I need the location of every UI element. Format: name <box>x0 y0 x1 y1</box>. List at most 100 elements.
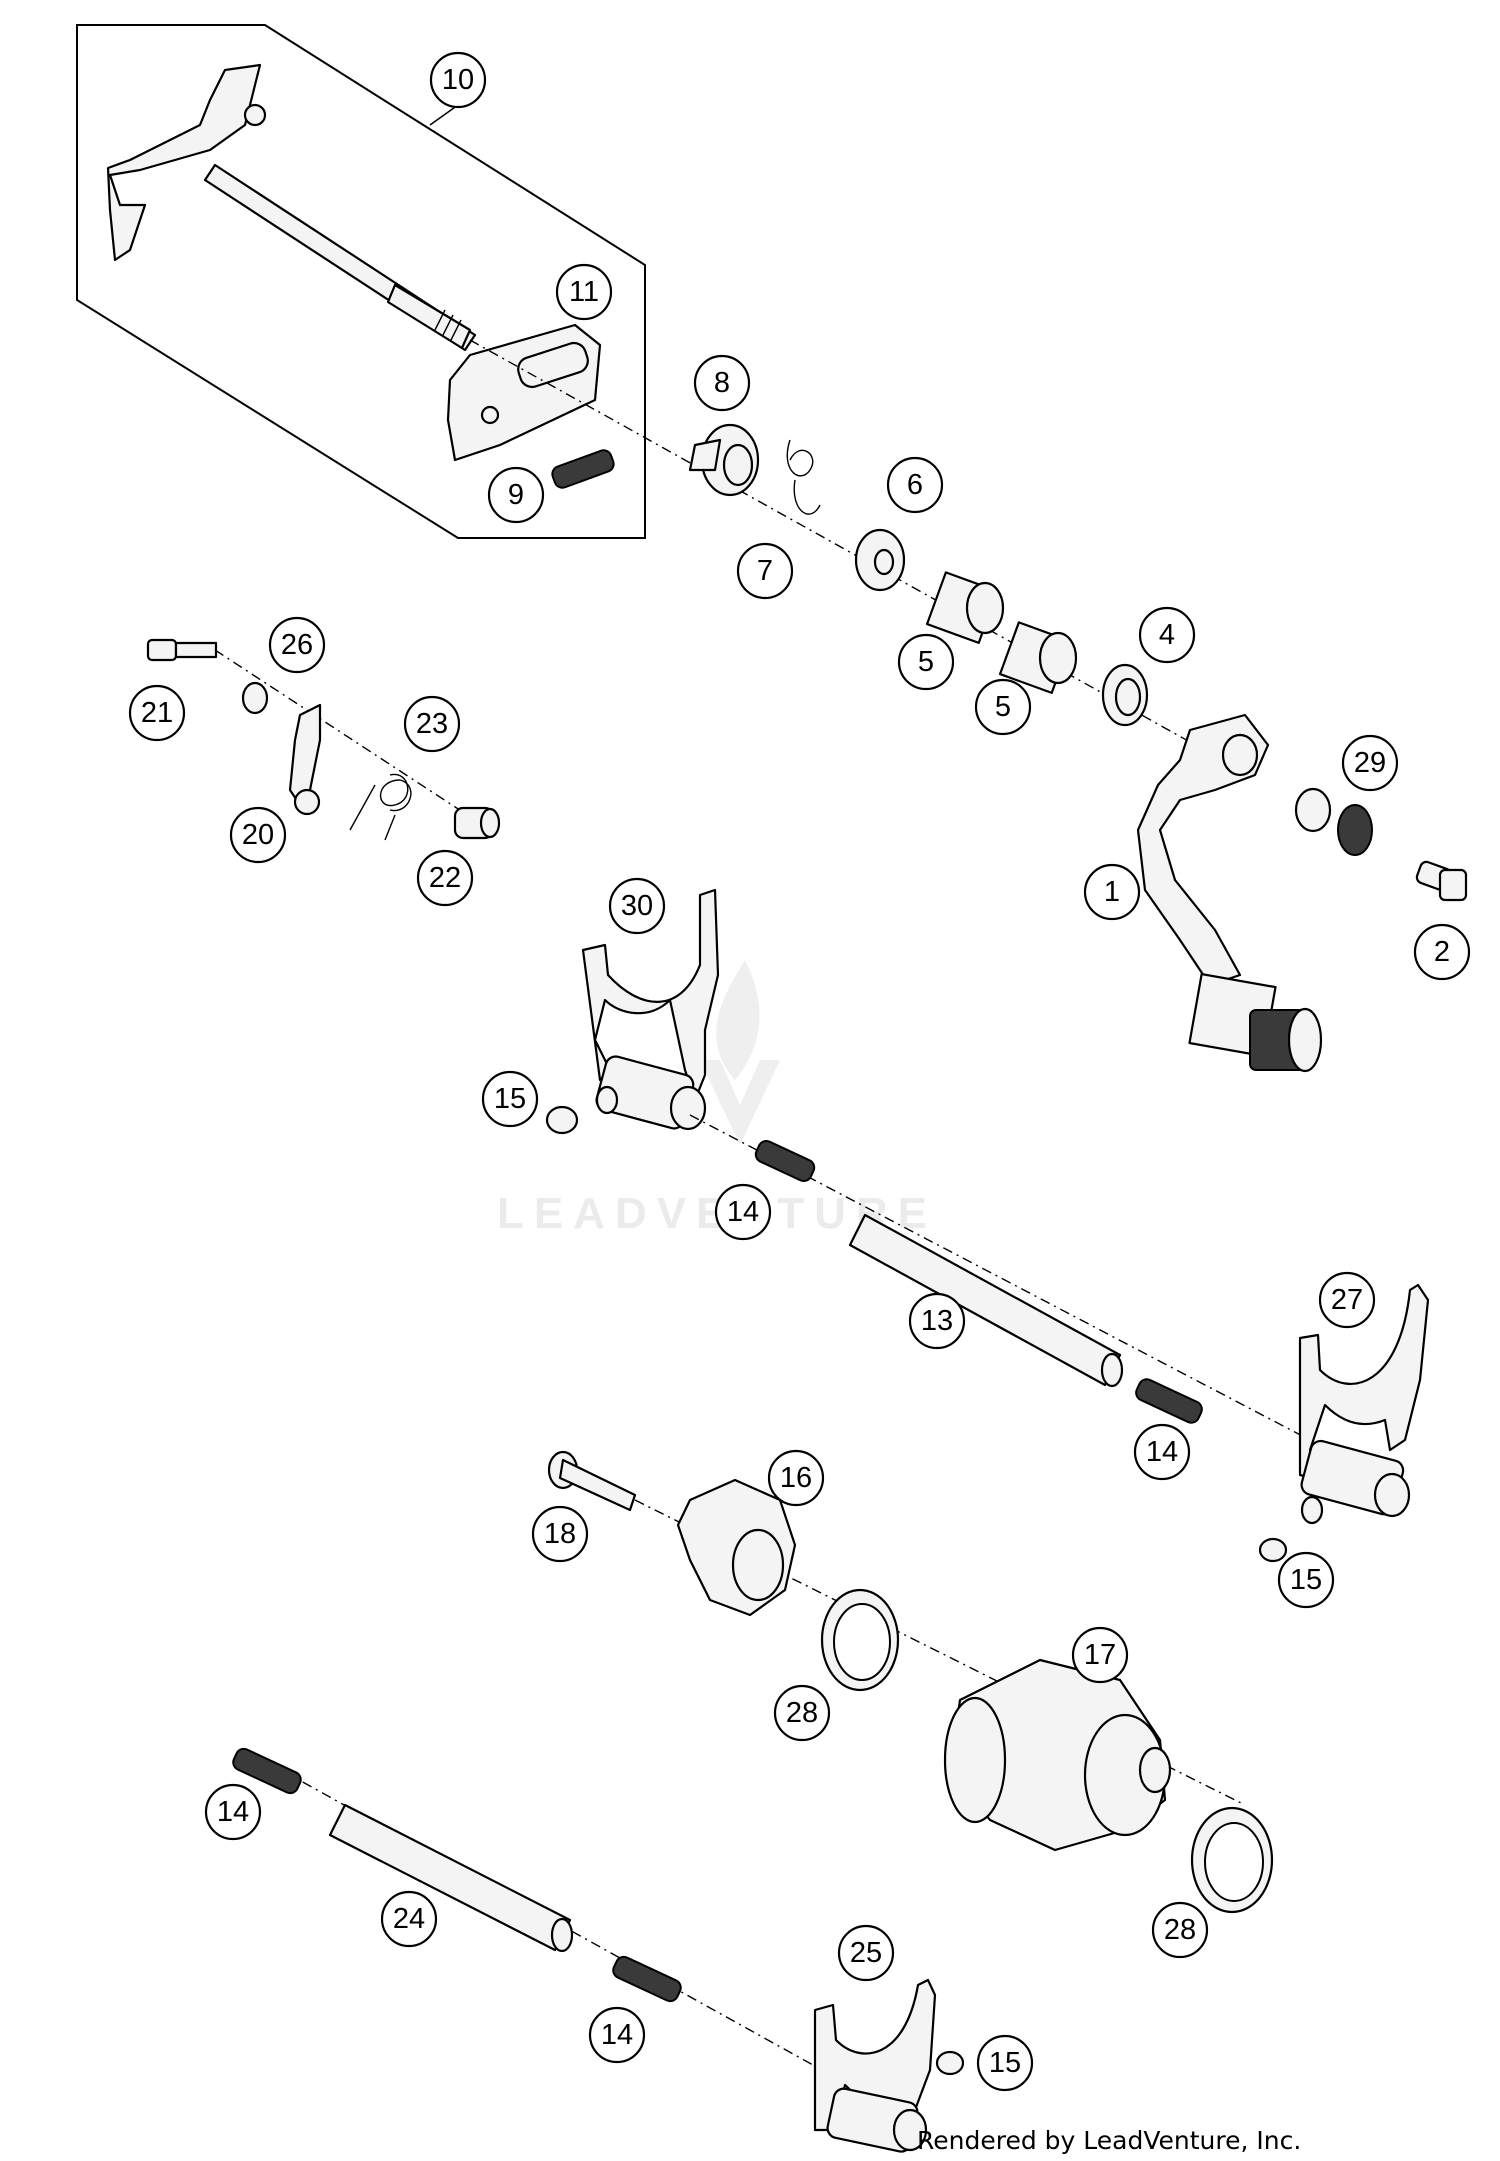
render-credit: Rendered by LeadVenture, Inc. <box>917 2126 1302 2155</box>
part-20-lever <box>288 703 322 816</box>
part-17-shift-drum <box>943 1658 1172 1852</box>
part-30-shift-fork <box>581 888 720 1131</box>
callout-label: 5 <box>995 691 1011 723</box>
part-5-bearing-a <box>925 571 1005 644</box>
part-6-washer <box>854 528 906 592</box>
part-23-spring <box>349 773 412 841</box>
part-16-star-wheel <box>676 1478 797 1617</box>
callout-14-a: 14 <box>714 1183 772 1241</box>
callout-label: 22 <box>429 862 461 894</box>
part-2-bolt <box>1415 860 1468 902</box>
callout-label: 29 <box>1354 747 1386 779</box>
callout-14-d: 14 <box>588 2006 646 2064</box>
callout-label: 1 <box>1104 876 1120 908</box>
callout-17: 17 <box>1071 1626 1129 1684</box>
callout-24: 24 <box>380 1890 438 1948</box>
callout-label: 14 <box>727 1196 759 1228</box>
callout-18: 18 <box>531 1505 589 1563</box>
callout-label: 6 <box>907 469 923 501</box>
callout-label: 20 <box>242 819 274 851</box>
callout-2: 2 <box>1413 923 1471 981</box>
part-21-bolt <box>146 638 218 662</box>
callout-label: 16 <box>780 1462 812 1494</box>
part-29-washers <box>1294 787 1373 856</box>
callout-21: 21 <box>128 684 186 742</box>
callout-9: 9 <box>487 466 545 524</box>
part-15-pin-a <box>545 1105 579 1135</box>
callout-label: 28 <box>1164 1914 1196 1946</box>
callout-26: 26 <box>268 616 326 674</box>
callout-label: 9 <box>508 479 524 511</box>
callout-label: 21 <box>141 697 173 729</box>
callout-label: 18 <box>544 1518 576 1550</box>
part-27-shift-fork <box>1298 1283 1430 1525</box>
callout-label: 7 <box>757 555 773 587</box>
part-18-bolt <box>547 1450 637 1512</box>
callout-11: 11 <box>555 263 613 321</box>
callout-6: 6 <box>886 456 944 514</box>
callout-label: 15 <box>1290 1564 1322 1596</box>
callout-label: 15 <box>989 2047 1021 2079</box>
callout-label: 4 <box>1159 619 1175 651</box>
callout-label: 10 <box>442 64 474 96</box>
callout-14-b: 14 <box>1133 1423 1191 1481</box>
part-11-plate <box>446 323 602 462</box>
part-14-spring-c <box>232 1747 302 1795</box>
callout-label: 25 <box>850 1937 882 1969</box>
callout-label: 13 <box>921 1305 953 1337</box>
callout-28-a: 28 <box>773 1684 831 1742</box>
callout-label: 30 <box>621 890 653 922</box>
callout-label: 2 <box>1434 936 1450 968</box>
callout-5-a: 5 <box>897 633 955 691</box>
callout-label: 15 <box>494 1083 526 1115</box>
callout-29: 29 <box>1341 734 1399 792</box>
watermark-logo-flame <box>716 960 760 1080</box>
callout-label: 26 <box>281 629 313 661</box>
part-5-bearing-b <box>998 621 1078 694</box>
watermark-text: LEADVENTURE <box>497 1189 937 1238</box>
callout-10: 10 <box>429 51 487 109</box>
callout-5-b: 5 <box>974 678 1032 736</box>
part-28-ring-b <box>1190 1806 1274 1914</box>
part-15-pin-b <box>1258 1537 1288 1563</box>
callout-23: 23 <box>403 695 461 753</box>
callout-30: 30 <box>608 877 666 935</box>
part-28-ring-a <box>820 1588 900 1692</box>
callout-22: 22 <box>416 849 474 907</box>
callout-7: 7 <box>736 542 794 600</box>
callout-15-c: 15 <box>976 2034 1034 2092</box>
assembly-group-10-outline <box>76 24 646 539</box>
part-14-spring-b <box>1135 1378 1203 1424</box>
part-8-bushing <box>688 423 760 497</box>
callout-label: 17 <box>1084 1639 1116 1671</box>
part-9-spring <box>551 449 615 489</box>
callout-13: 13 <box>908 1292 966 1350</box>
callout-label: 28 <box>786 1697 818 1729</box>
part-26-washer <box>241 681 269 715</box>
part-14-spring-a <box>754 1139 816 1183</box>
callout-14-c: 14 <box>204 1783 262 1841</box>
callout-28-b: 28 <box>1151 1901 1209 1959</box>
part-22-roller <box>453 806 501 840</box>
part-1-shift-lever <box>1136 713 1323 1073</box>
part-4-seal <box>1101 663 1149 727</box>
callout-label: 5 <box>918 646 934 678</box>
callout-label: 27 <box>1331 1284 1363 1316</box>
part-7-clip <box>786 439 821 515</box>
callout-label: 11 <box>569 276 599 308</box>
callout-1: 1 <box>1083 863 1141 921</box>
callout-16: 16 <box>767 1449 825 1507</box>
callout-label: 14 <box>217 1796 249 1828</box>
callout-15-b: 15 <box>1277 1551 1335 1609</box>
part-25-shift-fork <box>813 1978 937 2153</box>
part-14-spring-d <box>612 1955 682 2003</box>
leader-10 <box>429 104 459 126</box>
callout-label: 14 <box>1146 1436 1178 1468</box>
callout-4: 4 <box>1138 606 1196 664</box>
callout-label: 24 <box>393 1903 425 1935</box>
axis-line-small <box>214 649 476 821</box>
callout-label: 14 <box>601 2019 633 2051</box>
part-15-pin-c <box>935 2050 965 2076</box>
callout-25: 25 <box>837 1924 895 1982</box>
